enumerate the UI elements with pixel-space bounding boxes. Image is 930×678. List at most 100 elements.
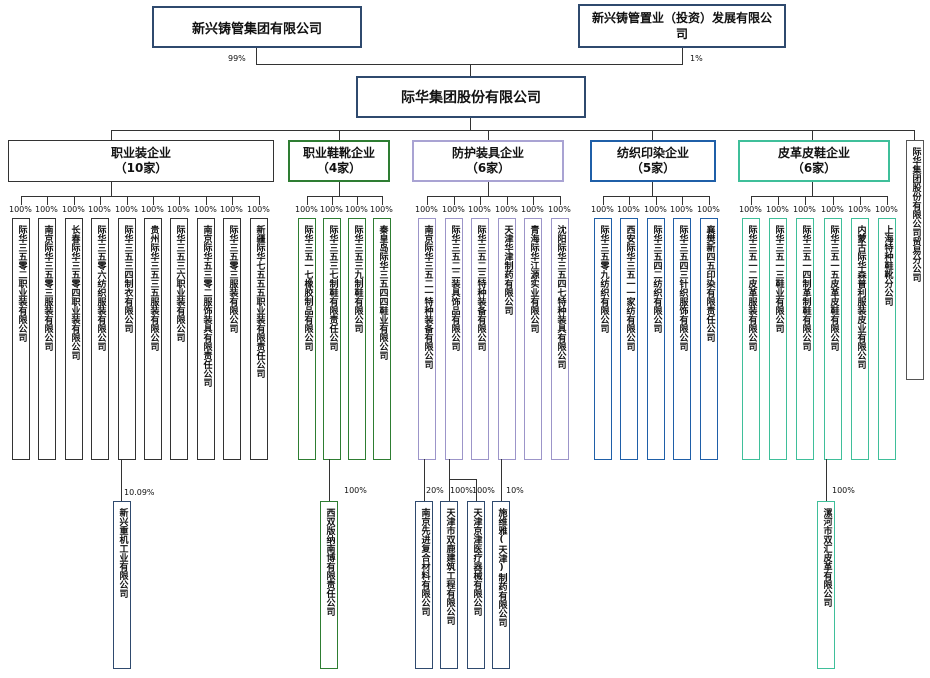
- trade-branch-box: 际华集团股份有限公司贸易分公司: [906, 140, 924, 380]
- subsidiary-name: 际华三五一三鞋业有限公司: [773, 225, 784, 333]
- subsidiary-name: 际华三五三四制衣有限公司: [122, 225, 133, 333]
- parent-company-2-box: 新兴铸管置业（投资）发展有限公司: [578, 4, 786, 48]
- lower-company-name: 天津市双鹿建筑工程有限公司: [444, 508, 455, 625]
- lower-company-name: 新兴重机工业有限公司: [117, 508, 128, 598]
- subsidiary-box: 沈阳际华三五四七特种装具有限公司: [551, 218, 569, 460]
- subsidiary-name: 青海际华江源实业有限公司: [528, 225, 539, 333]
- subsidiary-box: 贵州际华三五三五服装有限公司: [144, 218, 162, 460]
- subsidiary-box: 青海际华江源实业有限公司: [524, 218, 542, 460]
- connector-line: [21, 196, 260, 197]
- main-company-box: 际华集团股份有限公司: [356, 76, 586, 118]
- subsidiary-box: 际华三五一三鞋业有限公司: [769, 218, 787, 460]
- subsidiary-percent: 100%: [115, 205, 138, 214]
- subsidiary-box: 上海特种鞋靴分公司: [878, 218, 896, 460]
- subsidiary-name: 际华三五一五皮革皮鞋有限公司: [828, 225, 839, 351]
- subsidiary-name: 南京际华三五零三服装有限公司: [42, 225, 53, 351]
- subsidiary-box: 际华三五零六纺织服装有限公司: [91, 218, 109, 460]
- category-count: （4家）: [316, 161, 362, 175]
- lower-company-name: 施维雅(天津)制药有限公司: [496, 508, 507, 627]
- subsidiary-name: 际华三五三九制鞋有限公司: [352, 225, 363, 333]
- lower-percent: 10.09%: [124, 488, 155, 497]
- subsidiary-box: 际华三五三九制鞋有限公司: [348, 218, 366, 460]
- subsidiary-percent: 100%: [320, 205, 343, 214]
- subsidiary-percent: 100%: [35, 205, 58, 214]
- subsidiary-box: 际华三五一七橡胶制品有限公司: [298, 218, 316, 460]
- subsidiary-box: 际华三五一四制革制鞋有限公司: [796, 218, 814, 460]
- connector-line: [812, 182, 813, 196]
- parent-company-2-name: 新兴铸管置业（投资）发展有限公司: [591, 11, 772, 41]
- subsidiary-percent: 100%: [220, 205, 243, 214]
- subsidiary-name: 西安际华三五一一家纺有限公司: [624, 225, 635, 351]
- category-count: （6家）: [465, 161, 511, 175]
- category-name: 职业装企业: [110, 146, 171, 160]
- lower-company-box: 新兴重机工业有限公司: [113, 501, 131, 669]
- lower-percent: 100%: [832, 486, 855, 495]
- subsidiary-box: 际华三五四二纺织有限公司: [647, 218, 665, 460]
- category-footwear: 职业鞋靴企业 （4家）: [288, 140, 390, 182]
- subsidiary-name: 贵州际华三五三五服装有限公司: [148, 225, 159, 351]
- subsidiary-percent: 100%: [141, 205, 164, 214]
- subsidiary-name: 际华三五一二皮革服装有限公司: [746, 225, 757, 351]
- subsidiary-name: 沈阳际华三五四七特种装具有限公司: [555, 225, 566, 369]
- subsidiary-box: 南京际华三五二一特种装备有限公司: [418, 218, 436, 460]
- subsidiary-box: 际华三五一二皮革服装有限公司: [742, 218, 760, 460]
- subsidiary-name: 际华三五三六职业装有限公司: [174, 225, 185, 342]
- subsidiary-box: 襄樊新四五印染有限责任公司: [700, 218, 718, 460]
- subsidiary-box: 南京际华三五零三服装有限公司: [38, 218, 56, 460]
- connector-line: [652, 182, 653, 196]
- category-name: 皮革皮鞋企业: [777, 146, 850, 160]
- subsidiary-box: 际华三五二二装具饰品有限公司: [445, 218, 463, 460]
- lower-percent: 10%: [506, 486, 524, 495]
- lower-company-box: 天津市双鹿建筑工程有限公司: [440, 501, 458, 669]
- parent-share-percent: 99%: [228, 54, 246, 63]
- category-count: （5家）: [630, 161, 676, 175]
- subsidiary-name: 内蒙古际华森普利服装皮业有限公司: [855, 225, 866, 369]
- subsidiary-box: 南京际华五三零二服饰装具有限责任公司: [197, 218, 215, 460]
- connector-line: [111, 182, 112, 196]
- subsidiary-box: 际华三五三六职业装有限公司: [170, 218, 188, 460]
- lower-company-name: 漯河市双汇皮革有限公司: [821, 508, 832, 607]
- category-count: （6家）: [791, 161, 837, 175]
- lower-company-box: 南京先进复合材料有限公司: [415, 501, 433, 669]
- subsidiary-box: 秦皇岛际华三五四四鞋业有限公司: [373, 218, 391, 460]
- subsidiary-percent: 100%: [548, 205, 571, 214]
- subsidiary-box: 际华三五一五皮革皮鞋有限公司: [824, 218, 842, 460]
- lower-percent: 100%: [450, 486, 473, 495]
- subsidiary-name: 际华三五零六纺织服装有限公司: [95, 225, 106, 351]
- connector-line: [427, 196, 561, 197]
- subsidiary-name: 南京际华五三零二服饰装具有限责任公司: [201, 225, 212, 387]
- subsidiary-percent: 100%: [739, 205, 762, 214]
- connector-line: [307, 196, 383, 197]
- subsidiary-percent: 100%: [848, 205, 871, 214]
- trade-branch-name: 际华集团股份有限公司贸易分公司: [910, 147, 921, 282]
- subsidiary-name: 际华三五四二纺织有限公司: [651, 225, 662, 333]
- subsidiary-percent: 100%: [442, 205, 465, 214]
- subsidiary-name: 新疆际华七五五五职业装有限责任公司: [254, 225, 265, 378]
- category-name: 纺织印染企业: [616, 146, 689, 160]
- subsidiary-percent: 100%: [793, 205, 816, 214]
- subsidiary-percent: 100%: [415, 205, 438, 214]
- lower-company-box: 天津京津医疗器械有限公司: [467, 501, 485, 669]
- subsidiary-box: 际华三五零二职业装有限公司: [12, 218, 30, 460]
- lower-company-box: 漯河市双汇皮革有限公司: [817, 501, 835, 669]
- subsidiary-percent: 100%: [670, 205, 693, 214]
- subsidiary-percent: 100%: [468, 205, 491, 214]
- subsidiary-percent: 100%: [591, 205, 614, 214]
- subsidiary-percent: 100%: [766, 205, 789, 214]
- subsidiary-percent: 100%: [9, 205, 32, 214]
- subsidiary-name: 天津华津制药有限公司: [502, 225, 513, 315]
- subsidiary-box: 际华三五零三服装有限公司: [223, 218, 241, 460]
- parent-2-share-percent: 1%: [690, 54, 703, 63]
- subsidiary-percent: 100%: [644, 205, 667, 214]
- subsidiary-box: 际华三五四三针织服饰有限公司: [673, 218, 691, 460]
- lower-percent: 100%: [344, 486, 367, 495]
- parent-company-box: 新兴铸管集团有限公司: [152, 6, 362, 48]
- subsidiary-name: 际华三五零三服装有限公司: [227, 225, 238, 333]
- subsidiary-percent: 100%: [495, 205, 518, 214]
- subsidiary-percent: 100%: [617, 205, 640, 214]
- subsidiary-box: 西安际华三五一一家纺有限公司: [620, 218, 638, 460]
- subsidiary-name: 上海特种鞋靴分公司: [882, 225, 893, 306]
- subsidiary-name: 秦皇岛际华三五四四鞋业有限公司: [377, 225, 388, 360]
- subsidiary-name: 际华三五一四制革制鞋有限公司: [800, 225, 811, 351]
- subsidiary-percent: 100%: [697, 205, 720, 214]
